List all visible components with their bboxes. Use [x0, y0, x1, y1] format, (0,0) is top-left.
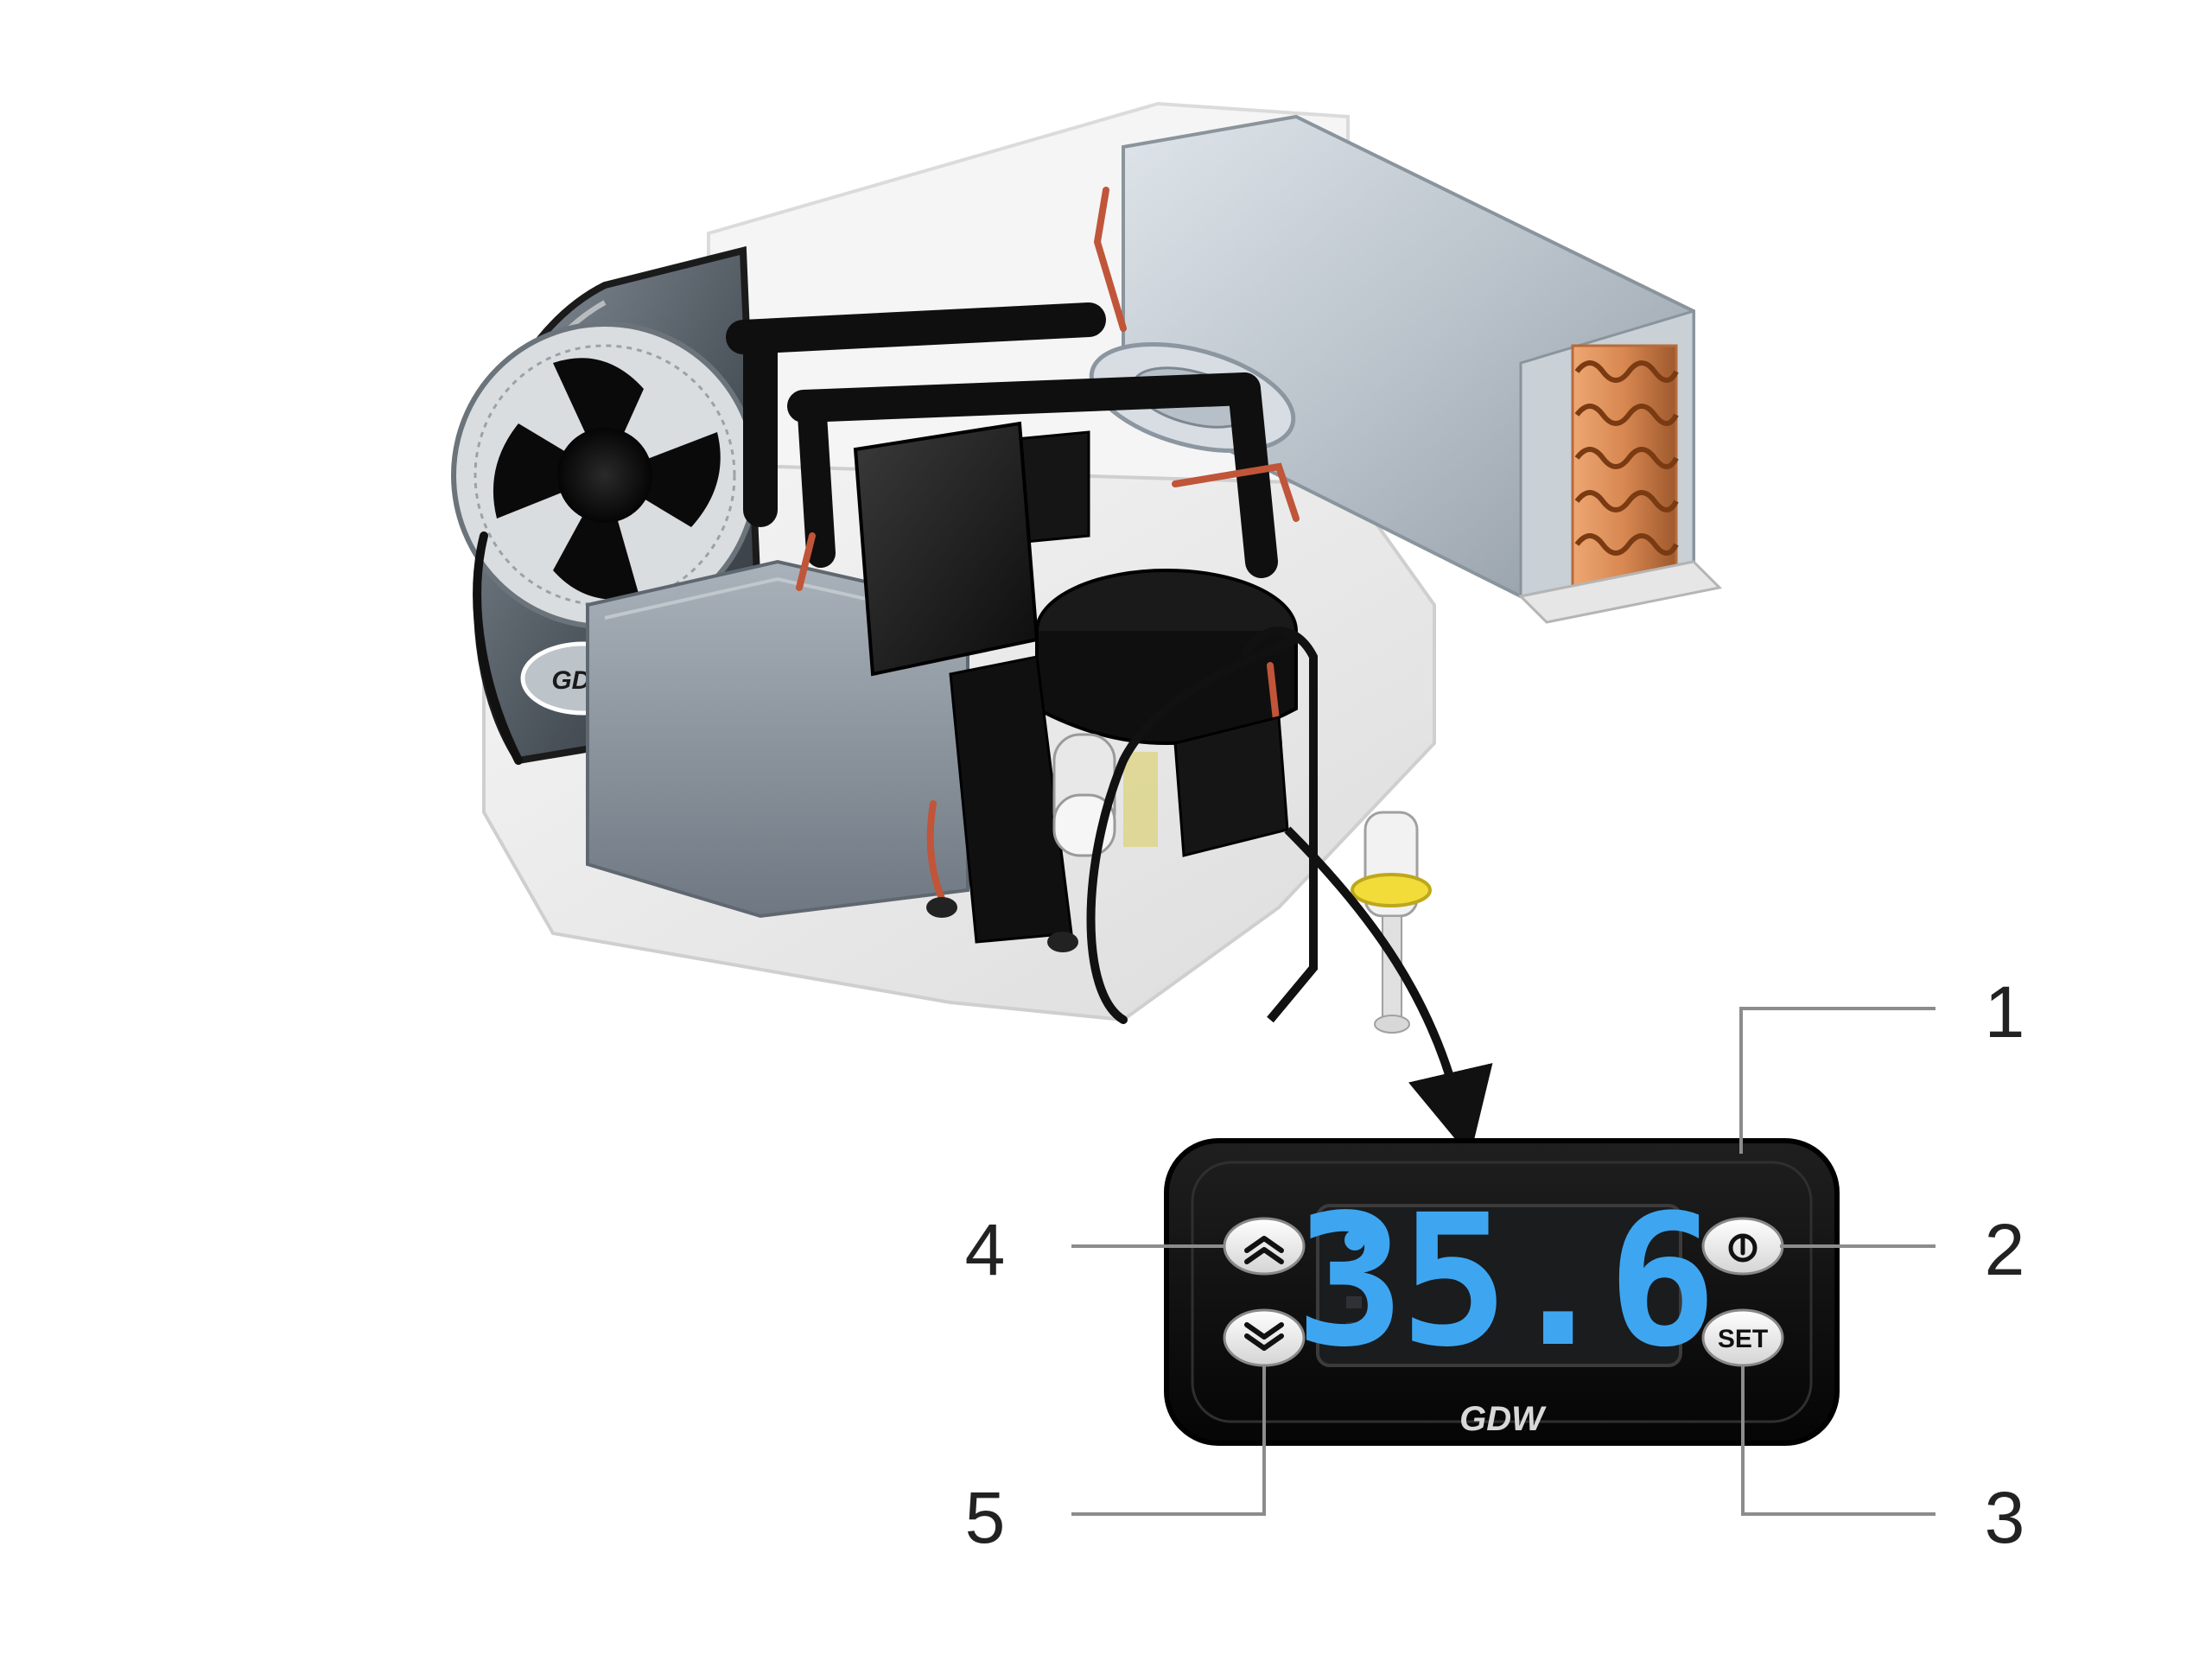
pointer-arrow — [1284, 826, 1493, 1157]
callout-number-4: 4 — [965, 1209, 1006, 1290]
callout-number-2: 2 — [1985, 1209, 2025, 1290]
control-box — [1173, 627, 1318, 1023]
air-conditioner-unit: GDW — [451, 101, 1723, 1034]
callout-line-5 — [1071, 1365, 1266, 1516]
temperature-controller: 35.6 SET GDW — [1164, 1138, 1840, 1446]
set-button-label: SET — [1718, 1325, 1768, 1353]
power-button[interactable] — [1701, 1217, 1784, 1276]
set-button[interactable]: SET — [1701, 1308, 1784, 1367]
callout-number-5: 5 — [965, 1477, 1006, 1558]
callout-lines — [1071, 1007, 1936, 1516]
copper-coil-tubes — [1571, 344, 1679, 589]
down-button[interactable] — [1223, 1308, 1306, 1367]
callout-number-1: 1 — [1985, 971, 2025, 1053]
double-chevron-down-icon — [1244, 1322, 1284, 1351]
double-chevron-up-icon — [1244, 1236, 1284, 1264]
callout-line-1 — [1739, 1007, 1936, 1154]
drain-valve — [1351, 811, 1432, 1034]
up-button[interactable] — [1223, 1217, 1306, 1276]
degree-indicator-icon — [1637, 1270, 1658, 1289]
mounting-foot — [926, 897, 957, 918]
lcd-display: 35.6 — [1295, 1175, 1717, 1387]
callout-number-3: 3 — [1985, 1477, 2025, 1558]
power-icon — [1728, 1233, 1758, 1263]
capacitors — [1052, 733, 1158, 857]
controller-logo-text: GDW — [1459, 1400, 1547, 1438]
mounting-foot — [1047, 932, 1078, 952]
status-led — [1344, 1230, 1365, 1250]
callout-line-3 — [1741, 1365, 1936, 1516]
condenser-fan — [451, 321, 759, 629]
evaporator-coil — [1122, 114, 1723, 624]
refrigerant-pipes — [726, 302, 1278, 578]
front-bezel-edge — [1086, 635, 1300, 1024]
compressor — [853, 421, 1298, 944]
